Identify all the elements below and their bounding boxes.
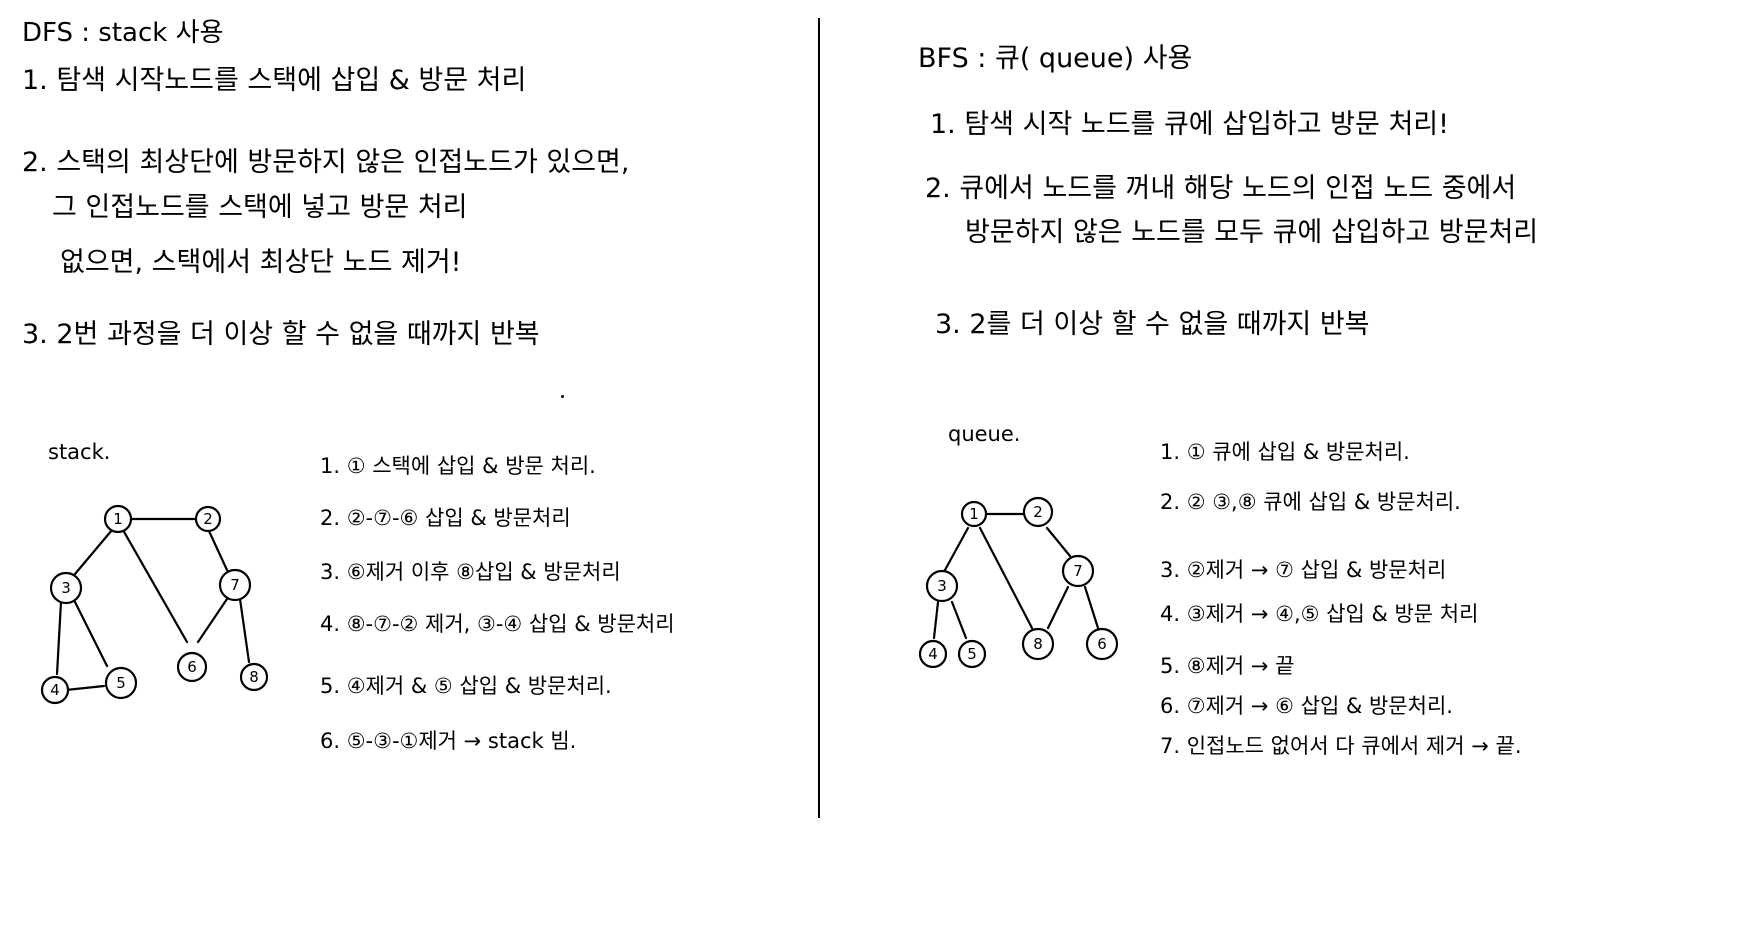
edge-7-6 <box>1083 585 1100 630</box>
dfs-node-1: 1 <box>103 504 133 534</box>
dfs-node-1-label: 1 <box>113 510 123 528</box>
edge-2-7 <box>207 529 229 572</box>
dfs-title: DFS : stack 사용 <box>22 18 224 48</box>
dfs-list-2: 2. ②-⑦-⑥ 삽입 & 방문처리 <box>320 506 571 530</box>
dfs-diagram-label: stack. <box>48 440 111 464</box>
bfs-node-6-label: 6 <box>1097 635 1107 653</box>
dfs-node-7: 7 <box>218 568 252 602</box>
bfs-node-8: 8 <box>1021 627 1055 661</box>
dfs-node-2: 2 <box>194 505 222 533</box>
dfs-node-3: 3 <box>49 571 83 605</box>
bfs-node-3: 3 <box>925 569 959 603</box>
edge-2-7 <box>1045 526 1072 558</box>
bfs-list-3: 3. ②제거 → ⑦ 삽입 & 방문처리 <box>1160 558 1447 582</box>
dfs-node-8-label: 8 <box>249 668 259 686</box>
bfs-list-4: 4. ③제거 → ④,⑤ 삽입 & 방문 처리 <box>1160 602 1479 626</box>
edge-7-8 <box>238 597 251 664</box>
dfs-node-2-label: 2 <box>203 510 213 528</box>
dfs-step-2: 2. 스택의 최상단에 방문하지 않은 인접노드가 있으면, <box>22 147 630 178</box>
dfs-step-2-line-3: 없으면, 스택에서 최상단 노드 제거! <box>60 247 462 278</box>
dfs-node-6-label: 6 <box>187 658 197 676</box>
bfs-node-7: 7 <box>1061 554 1095 588</box>
bfs-node-8-label: 8 <box>1033 635 1043 653</box>
bfs-list-1: 1. ① 큐에 삽입 & 방문처리. <box>1160 440 1410 464</box>
dfs-step-1: 1. 탐색 시작노드를 스택에 삽입 & 방문 처리 <box>22 65 527 96</box>
dfs-list-3: 3. ⑥제거 이후 ⑧삽입 & 방문처리 <box>320 560 621 584</box>
bfs-node-2: 2 <box>1022 496 1054 528</box>
edge-1-8 <box>978 526 1034 630</box>
bfs-node-3-label: 3 <box>937 577 947 595</box>
dfs-node-5-label: 5 <box>116 674 126 692</box>
edge-4-5 <box>64 684 106 692</box>
edge-1-3 <box>943 526 970 572</box>
bfs-step-3: 3. 2를 더 이상 할 수 없을 때까지 반복 <box>935 309 1370 340</box>
dfs-node-5: 5 <box>104 666 138 700</box>
bfs-list-6: 6. ⑦제거 → ⑥ 삽입 & 방문처리. <box>1160 694 1453 718</box>
dfs-list-4: 4. ⑧-⑦-② 제거, ③-④ 삽입 & 방문처리 <box>320 612 675 636</box>
column-divider <box>818 18 820 818</box>
edge-3-5 <box>73 600 109 668</box>
dfs-step-3: 3. 2번 과정을 더 이상 할 수 없을 때까지 반복 <box>22 319 540 350</box>
dfs-node-8: 8 <box>239 662 269 692</box>
dfs-node-4-label: 4 <box>50 681 60 699</box>
bfs-list-2: 2. ② ③,⑧ 큐에 삽입 & 방문처리. <box>1160 490 1461 514</box>
bfs-graph: 1 2 3 7 4 5 8 6 <box>918 496 1119 669</box>
stray-dot <box>561 395 564 398</box>
dfs-graph: 1 2 3 7 4 5 6 8 <box>40 504 269 705</box>
bfs-node-2-label: 2 <box>1033 503 1043 521</box>
bfs-title: BFS : 큐( queue) 사용 <box>918 43 1193 74</box>
edge-7-6 <box>196 597 229 644</box>
bfs-list-7: 7. 인접노드 없어서 다 큐에서 제거 → 끝. <box>1160 734 1522 758</box>
edge-3-5 <box>950 600 968 640</box>
dfs-step-2-line-2: 그 인접노드를 스택에 넣고 방문 처리 <box>52 192 468 223</box>
dfs-node-3-label: 3 <box>61 579 71 597</box>
bfs-step-2-line-2: 방문하지 않은 노드를 모두 큐에 삽입하고 방문처리 <box>965 217 1539 248</box>
edge-3-4 <box>932 600 940 640</box>
dfs-node-4: 4 <box>40 675 70 705</box>
bfs-node-7-label: 7 <box>1073 562 1083 580</box>
dfs-node-7-label: 7 <box>230 576 240 594</box>
bfs-node-4-label: 4 <box>928 645 938 663</box>
bfs-node-6: 6 <box>1085 627 1119 661</box>
edge-3-4 <box>55 600 63 676</box>
edge-7-8 <box>1046 585 1070 630</box>
bfs-node-5-label: 5 <box>967 645 977 663</box>
bfs-node-5: 5 <box>957 639 987 669</box>
dfs-node-6: 6 <box>176 651 208 683</box>
bfs-node-1-label: 1 <box>969 505 979 523</box>
dfs-list-1: 1. ① 스택에 삽입 & 방문 처리. <box>320 454 596 478</box>
edge-1-6 <box>121 528 189 644</box>
bfs-node-1: 1 <box>960 500 988 528</box>
bfs-list-5: 5. ⑧제거 → 끝 <box>1160 654 1295 678</box>
dfs-list-6: 6. ⑤-③-①제거 → stack 빔. <box>320 729 577 753</box>
bfs-node-4: 4 <box>918 639 948 669</box>
bfs-diagram-label: queue. <box>948 422 1021 446</box>
dfs-list-5: 5. ④제거 & ⑤ 삽입 & 방문처리. <box>320 674 612 698</box>
edge-1-3 <box>73 528 114 576</box>
bfs-step-1: 1. 탐색 시작 노드를 큐에 삽입하고 방문 처리! <box>930 109 1449 140</box>
bfs-step-2: 2. 큐에서 노드를 꺼내 해당 노드의 인접 노드 중에서 <box>925 173 1517 204</box>
